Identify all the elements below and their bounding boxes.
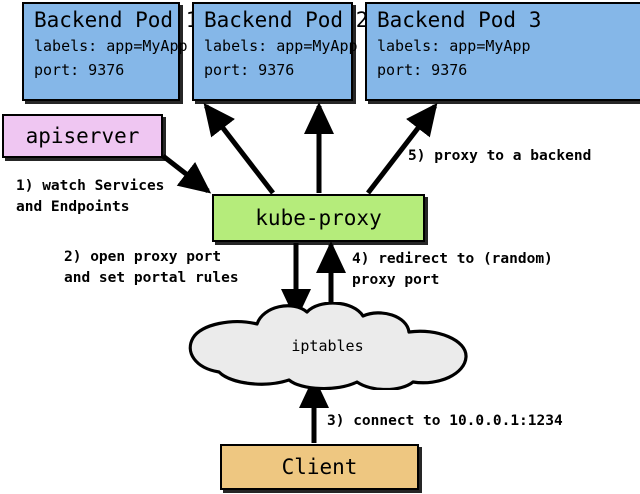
backend-pod-2-port: port: 9376 — [204, 61, 295, 79]
backend-pod-2-labels: labels: app=MyApp — [204, 37, 358, 55]
backend-pod-1-labels: labels: app=MyApp — [34, 37, 188, 55]
cloud-shape — [188, 302, 468, 390]
edge-apiserver-to-kubeproxy — [161, 154, 212, 194]
client-node: Client — [220, 444, 419, 490]
apiserver-title: apiserver — [25, 124, 140, 148]
backend-pod-1-port: port: 9376 — [34, 61, 125, 79]
apiserver-node: apiserver — [2, 114, 163, 158]
kube-proxy-node: kube-proxy — [212, 194, 425, 242]
iptables-label: iptables — [291, 337, 364, 355]
backend-pod-1-title: Backend Pod 1 — [34, 8, 199, 32]
client-title: Client — [281, 455, 358, 479]
backend-pod-2-node: Backend Pod 2 labels: app=MyApp port: 93… — [192, 2, 369, 101]
step-5-label: 5) proxy to a backend — [408, 148, 592, 164]
backend-pod-3-labels: labels: app=MyApp — [377, 37, 531, 55]
step-4-label: 4) redirect to (random) proxy port — [352, 251, 553, 288]
backend-pod-1-node: Backend Pod 1 labels: app=MyApp port: 93… — [22, 2, 199, 101]
backend-pod-3-node: Backend Pod 3 labels: app=MyApp port: 93… — [365, 2, 640, 101]
backend-pod-3-port: port: 9376 — [377, 61, 468, 79]
iptables-cloud-node: iptables — [185, 302, 470, 390]
step-1-label: 1) watch Services and Endpoints — [16, 178, 165, 215]
kube-proxy-title: kube-proxy — [255, 206, 382, 230]
step-2-label: 2) open proxy port and set portal rules — [64, 249, 239, 286]
edge-kubeproxy-to-pod-1 — [203, 102, 275, 195]
step-3-label: 3) connect to 10.0.0.1:1234 — [327, 413, 563, 429]
backend-pod-2-title: Backend Pod 2 — [204, 8, 369, 32]
backend-pod-3-title: Backend Pod 3 — [377, 8, 542, 32]
